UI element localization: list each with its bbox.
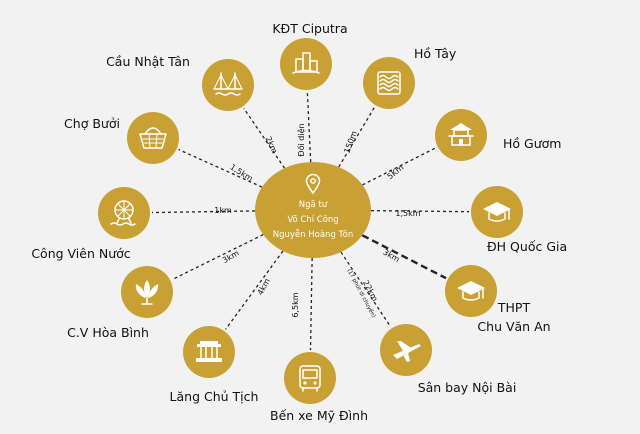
node-ho-guom	[435, 109, 487, 161]
lotus-icon	[135, 280, 159, 305]
center-line-3: Nguyễn Hoàng Tôn	[273, 229, 353, 240]
location-pin-icon	[305, 173, 321, 195]
node-label-dh-quoc-gia: ĐH Quốc Gia	[487, 239, 567, 254]
node-label-kdt-ciputra: KĐT Ciputra	[272, 21, 347, 36]
distance-label-cau-nhat-tan: 2km	[264, 135, 279, 155]
ferris-wheel-icon	[110, 200, 136, 226]
node-ben-xe-my-dinh	[284, 352, 336, 404]
pagoda-icon	[448, 123, 474, 146]
distance-label-thpt-chu-van-an: 3km	[381, 248, 401, 265]
node-kdt-ciputra	[280, 38, 332, 90]
waves-icon	[377, 71, 401, 95]
connector-dh-quoc-gia	[370, 209, 470, 213]
node-ho-tay	[363, 57, 415, 109]
node-label-ben-xe-my-dinh: Bến xe Mỹ Đình	[270, 408, 368, 423]
bus-icon	[299, 365, 321, 392]
node-label-thpt-chu-van-an-2: Chu Văn An	[477, 319, 550, 334]
node-label-ho-tay: Hồ Tây	[414, 46, 457, 61]
node-lang-chu-tich	[183, 326, 235, 378]
bridge-icon	[213, 72, 243, 96]
distance-label-ben-xe-my-dinh: 6,5km	[291, 292, 300, 317]
node-label-cv-hoa-binh: C.V Hòa Bình	[67, 325, 149, 340]
node-thpt-chu-van-an	[445, 265, 497, 317]
connector-kdt-ciputra	[306, 91, 312, 163]
connector-ben-xe-my-dinh	[309, 257, 313, 351]
node-cong-vien-nuoc	[98, 187, 150, 239]
node-circle-lang-chu-tich	[183, 326, 235, 378]
connector-cv-hoa-binh	[171, 234, 264, 281]
node-circle-ho-guom	[435, 109, 487, 161]
distance-label-kdt-ciputra: Đối diện	[296, 123, 306, 156]
node-label-cau-nhat-tan: Cầu Nhật Tân	[106, 54, 190, 69]
graduation-cap-icon	[483, 202, 511, 222]
node-label-san-bay-noi-bai: Sân bay Nội Bài	[418, 380, 517, 395]
connector-san-bay-noi-bai	[340, 251, 392, 328]
airplane-icon	[393, 341, 421, 362]
node-dh-quoc-gia	[471, 186, 523, 238]
basket-icon	[139, 127, 167, 149]
distance-label-cv-hoa-binh: 3km	[221, 248, 241, 265]
node-cv-hoa-binh	[121, 266, 173, 318]
node-san-bay-noi-bai	[380, 324, 432, 376]
node-label-thpt-chu-van-an-1: THPT	[497, 300, 531, 315]
connector-ho-guom	[362, 147, 437, 186]
connector-thpt-chu-van-an	[361, 234, 447, 280]
distance-label-dh-quoc-gia: 1,5km	[395, 209, 420, 218]
buildings-icon	[292, 52, 320, 74]
node-circle-kdt-ciputra	[280, 38, 332, 90]
connector-cong-vien-nuoc	[151, 210, 256, 214]
node-label-lang-chu-tich: Lăng Chủ Tịch	[170, 389, 259, 404]
node-cau-nhat-tan	[202, 59, 254, 111]
node-cho-buoi	[127, 112, 179, 164]
center-line-1: Ngã tư	[299, 200, 328, 210]
center-line-2: Võ Chí Công	[287, 214, 338, 225]
connector-lang-chu-tich	[225, 250, 284, 330]
connector-cau-nhat-tan	[243, 107, 286, 169]
node-label-cho-buoi: Chợ Bưởi	[64, 116, 120, 131]
distance-label-ho-guom: 5Km	[386, 163, 406, 181]
node-circle-cho-buoi	[127, 112, 179, 164]
node-label-cong-vien-nuoc: Công Viên Nước	[31, 246, 130, 261]
node-label-ho-guom: Hồ Gươm	[503, 136, 561, 151]
distance-label-ho-tay: 150m	[342, 130, 358, 155]
distance-label-cho-buoi: 1,5km	[228, 162, 254, 183]
mausoleum-icon	[196, 341, 222, 362]
distance-label-cong-vien-nuoc: 1km	[214, 206, 232, 215]
graduation-cap-icon	[457, 281, 485, 301]
distance-label-lang-chu-tich: 4km	[256, 277, 272, 297]
node-circle-cau-nhat-tan	[202, 59, 254, 111]
center-ellipse	[255, 162, 371, 258]
